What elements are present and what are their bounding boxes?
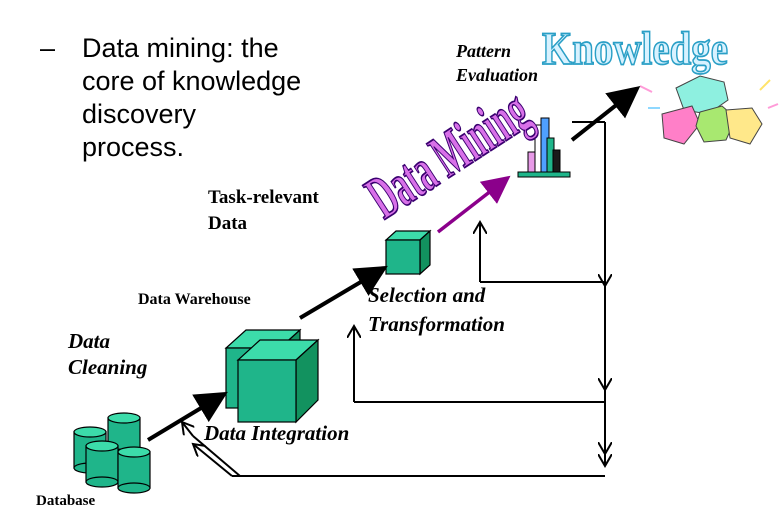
arrow-database-to-warehouse [146,391,228,442]
label-task-relevant: Task-relevant [208,187,319,208]
task-data-cube-icon [384,229,432,276]
arrow-task-data-to-pattern [436,175,511,234]
data-mining-wordart: Data Mining [354,76,542,231]
arrow-warehouse-to-task-data [298,265,388,320]
feedback-loops [182,121,605,477]
label-data-cleaning-2: Cleaning [68,355,148,379]
bullet-text: Data mining: the core of knowledge disco… [82,33,302,162]
label-database: Database [36,493,96,509]
label-task-relevant-data: Data [208,213,248,234]
label-transformation: Transformation [368,312,505,336]
label-data-integration: Data Integration [204,421,350,445]
gems-icon [639,59,779,145]
label-evaluation: Evaluation [456,65,539,85]
knowledge-wordart: Knowledge [542,23,728,74]
label-pattern: Pattern [456,41,512,61]
arrow-pattern-to-knowledge [570,86,641,142]
bar-chart-icon [517,117,571,178]
database-icon [73,412,151,494]
warehouse-cube-icon [224,328,320,424]
bullet-dash: – [40,33,56,63]
label-selection: Selection and [368,283,486,307]
label-data-warehouse: Data Warehouse [138,291,251,308]
label-data-cleaning-1: Data [68,329,110,353]
